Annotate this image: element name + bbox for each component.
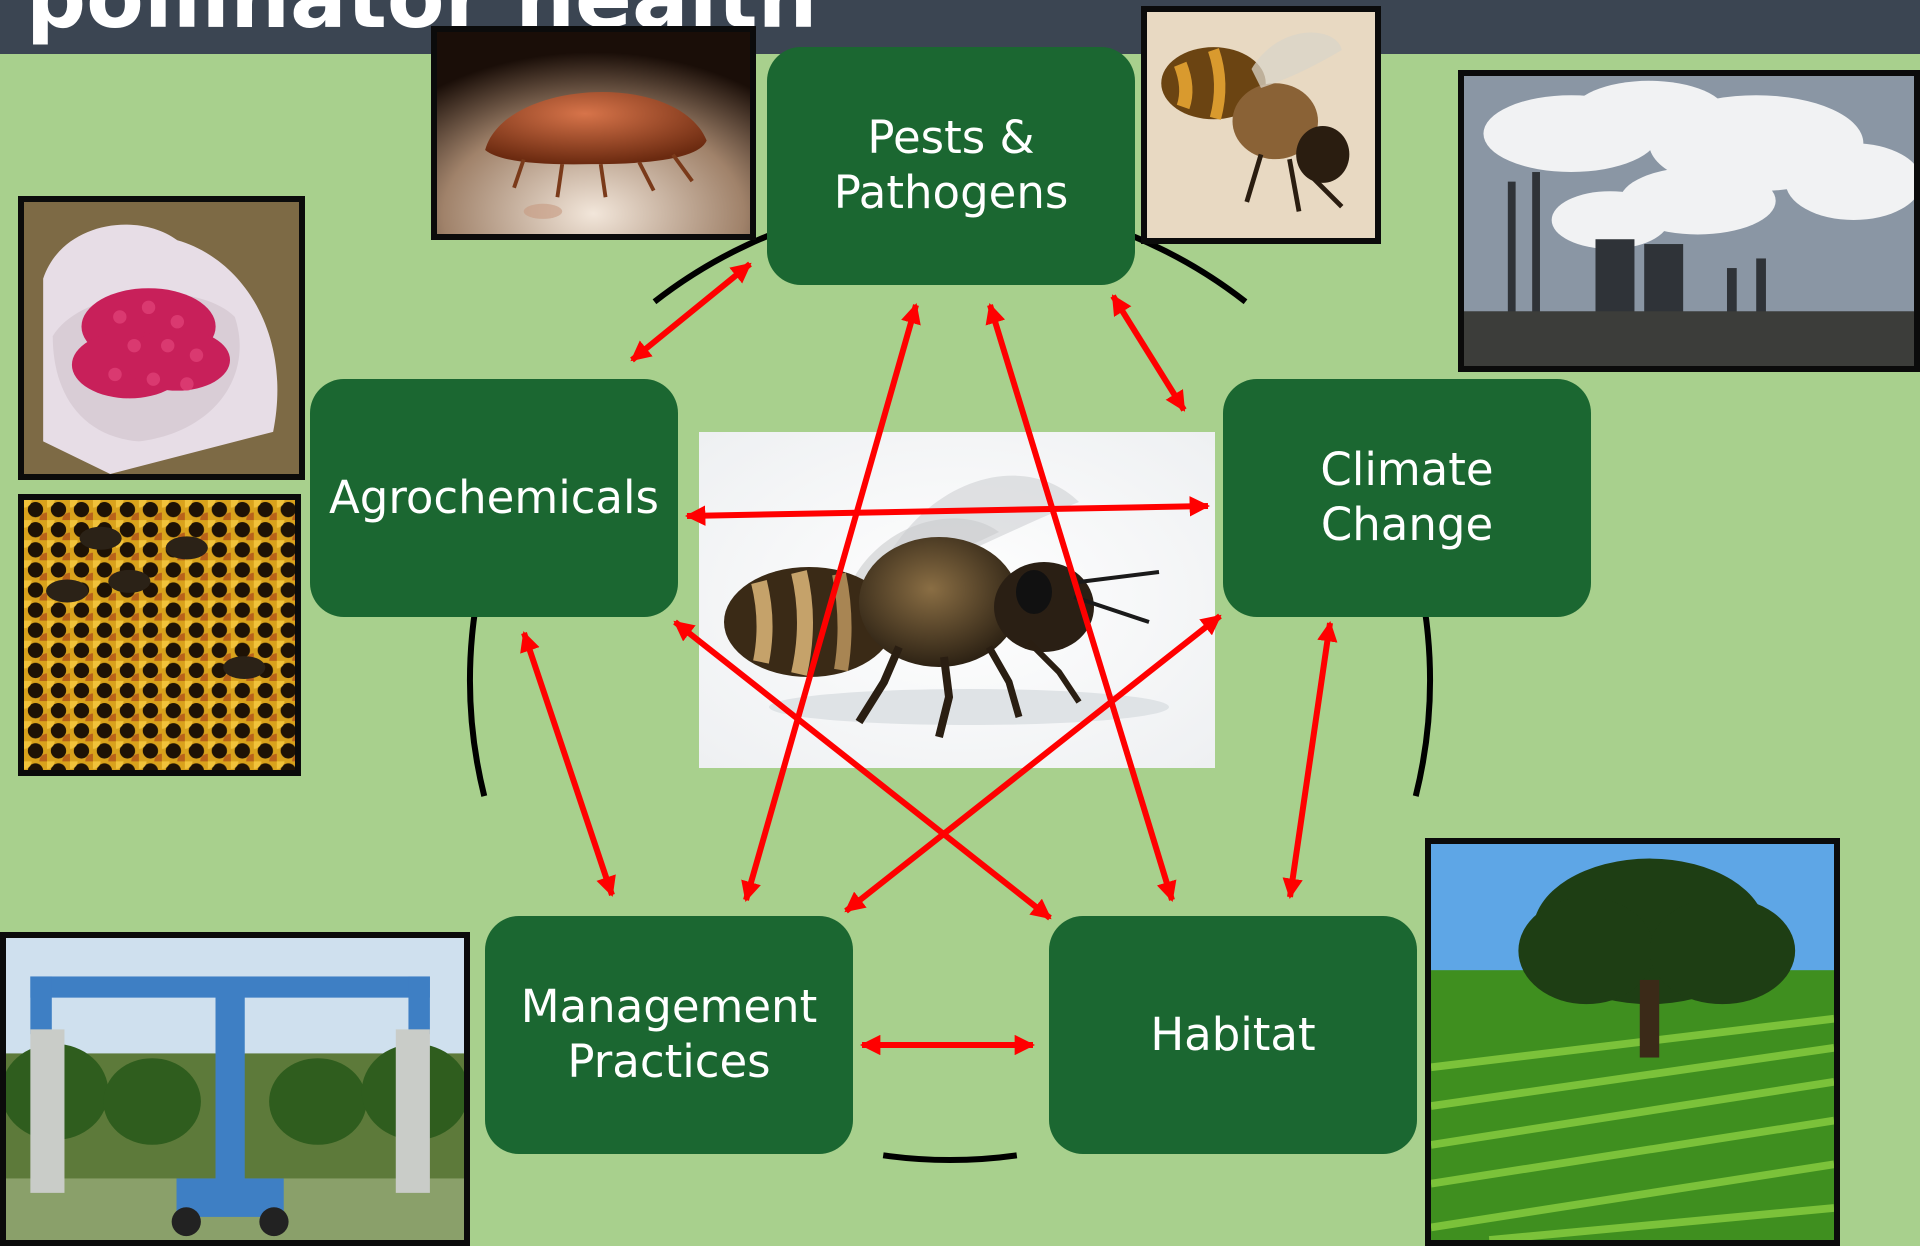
node-management-line2: Practices	[521, 1035, 817, 1090]
honey-bee-icon	[1147, 12, 1375, 238]
node-habitat-line1: Habitat	[1150, 1008, 1315, 1063]
node-agro-line1: Agrochemicals	[329, 471, 659, 526]
arrow-pests-climate	[1113, 296, 1184, 410]
node-climate-line1: Climate	[1320, 443, 1493, 498]
node-pests-line1: Pests &	[834, 111, 1069, 166]
tree-and-vineyard-photo	[1425, 838, 1840, 1246]
ring-arc-5	[883, 1155, 1017, 1160]
honey-bee-photo	[1141, 6, 1381, 244]
varroa-mite-photo	[431, 26, 756, 240]
arrow-agro-climate	[687, 506, 1208, 516]
smokestacks-icon	[1464, 76, 1914, 366]
arrow-agro-management	[524, 633, 612, 895]
arrow-climate-habitat	[1290, 623, 1330, 897]
node-pests-pathogens: Pests & Pathogens	[767, 47, 1135, 285]
vineyard-sprayer-icon	[6, 938, 464, 1240]
varroa-mite-icon	[437, 32, 750, 234]
vineyard-sprayer-photo	[0, 932, 470, 1246]
arrow-pests-management	[746, 305, 916, 900]
smokestacks-photo	[1458, 70, 1920, 372]
pesticide-pellets-photo	[18, 196, 305, 480]
node-pests-line2: Pathogens	[834, 166, 1069, 221]
node-management-line1: Management	[521, 980, 817, 1035]
tree-vineyard-icon	[1431, 844, 1834, 1240]
arrow-agro-habitat	[675, 622, 1050, 918]
node-management-practices: Management Practices	[485, 916, 853, 1154]
node-habitat: Habitat	[1049, 916, 1417, 1154]
node-climate-change: Climate Change	[1223, 379, 1591, 617]
node-climate-line2: Change	[1320, 498, 1493, 553]
node-agrochemicals: Agrochemicals	[310, 379, 678, 617]
honeycomb-icon	[24, 500, 295, 770]
arrow-pests-habitat	[990, 305, 1172, 900]
pesticide-pellets-icon	[24, 202, 299, 474]
bees-on-honeycomb-photo	[18, 494, 301, 776]
